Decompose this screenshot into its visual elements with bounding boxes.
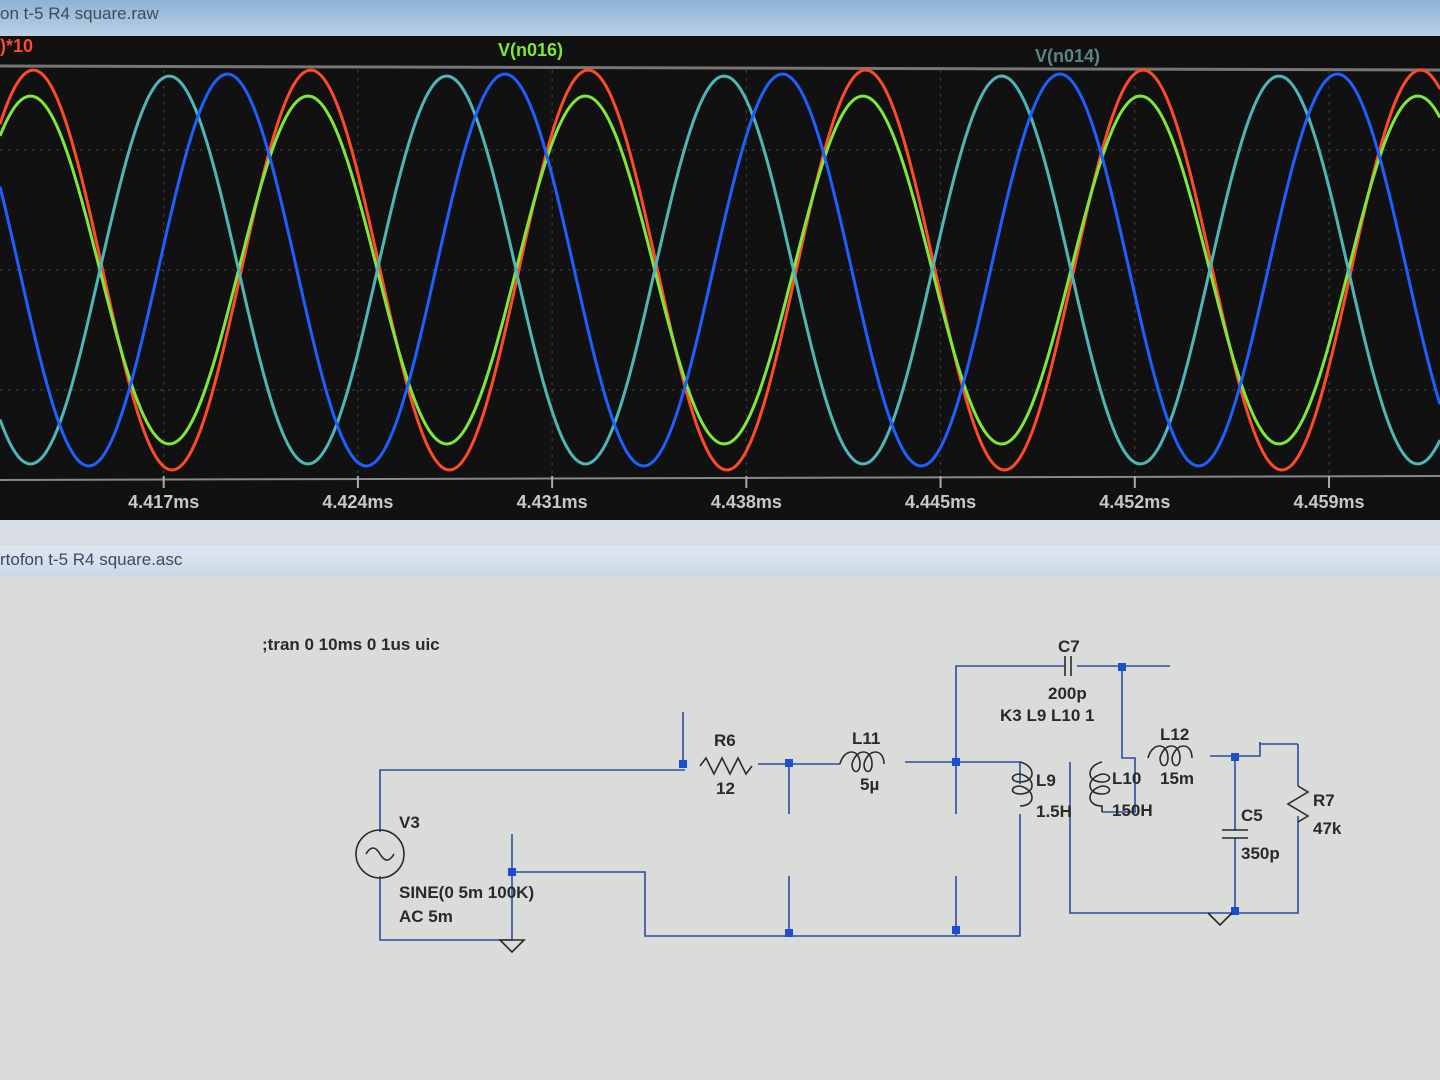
l9-value[interactable]: 1.5H	[1036, 802, 1072, 821]
x-tick-label: 4.445ms	[905, 492, 976, 512]
x-tick-label: 4.424ms	[322, 492, 393, 512]
plot-bottom-axis	[0, 475, 1440, 481]
c7-label[interactable]: C7	[1058, 637, 1080, 656]
c7-value[interactable]: 200p	[1048, 684, 1087, 703]
ground-symbol	[498, 912, 1233, 954]
junction-dots	[508, 663, 1239, 937]
trace-v-n014-[interactable]	[0, 74, 1440, 466]
l10-value[interactable]: 150H	[1112, 801, 1153, 820]
v3-ac-value[interactable]: AC 5m	[399, 907, 453, 926]
capacitor-c5-symbol[interactable]	[1222, 829, 1248, 839]
waveform-window-title: on t-5 R4 square.raw	[0, 4, 159, 23]
trace-label-vn014[interactable]: V(n014)	[1035, 46, 1100, 66]
v3-label[interactable]: V3	[399, 813, 420, 832]
x-tick-label: 4.438ms	[711, 492, 782, 512]
schematic-svg[interactable]: ;tran 0 10ms 0 1us uic V3 SINE(0 5m 100K…	[0, 576, 1440, 1080]
wires	[379, 665, 1299, 941]
l12-label[interactable]: L12	[1160, 725, 1189, 744]
inductor-l10-symbol[interactable]	[1089, 761, 1111, 812]
trace-v-n016-[interactable]	[0, 94, 1440, 446]
x-tick-label: 4.452ms	[1099, 492, 1170, 512]
v3-value[interactable]: SINE(0 5m 100K)	[399, 883, 534, 902]
capacitor-c7-symbol[interactable]	[1064, 656, 1072, 676]
r6-value[interactable]: 12	[716, 779, 735, 798]
l11-value[interactable]: 5µ	[860, 775, 879, 794]
tran-directive[interactable]: ;tran 0 10ms 0 1us uic	[262, 635, 440, 654]
l10-label[interactable]: L10	[1112, 769, 1141, 788]
voltage-source-symbol[interactable]	[355, 829, 405, 879]
sine-icon	[365, 847, 395, 861]
schematic-window-title: rtofon t-5 R4 square.asc	[0, 550, 183, 569]
trace-blue-trace[interactable]	[0, 72, 1440, 468]
window-separator	[0, 520, 1440, 546]
trace-label-red[interactable]: )*10	[0, 36, 33, 56]
c5-label[interactable]: C5	[1241, 806, 1263, 825]
x-tick-label: 4.417ms	[128, 492, 199, 512]
r6-label[interactable]: R6	[714, 731, 736, 750]
l9-label[interactable]: L9	[1036, 771, 1056, 790]
waveform-plot[interactable]: )*10 V(n016) V(n014) 4.417ms 4.424ms 4.431…	[0, 36, 1440, 520]
waveform-window-titlebar[interactable]: on t-5 R4 square.raw	[0, 0, 1440, 36]
x-tick-label: 4.431ms	[517, 492, 588, 512]
k3-coupling-directive[interactable]: K3 L9 L10 1	[1000, 706, 1095, 725]
inductor-l12-symbol[interactable]	[1147, 745, 1193, 767]
inductor-l11-symbol[interactable]	[839, 751, 885, 773]
waveform-svg[interactable]: )*10 V(n016) V(n014) 4.417ms 4.424ms 4.431…	[0, 36, 1440, 520]
l12-value[interactable]: 15m	[1160, 769, 1194, 788]
resistor-r6-symbol[interactable]	[699, 756, 753, 776]
inductor-l9-symbol[interactable]	[1011, 761, 1033, 807]
x-tick-label: 4.459ms	[1293, 492, 1364, 512]
r7-label[interactable]: R7	[1313, 791, 1335, 810]
resistor-r7-symbol[interactable]	[1286, 785, 1310, 823]
r7-value[interactable]: 47k	[1313, 819, 1342, 838]
c5-value[interactable]: 350p	[1241, 844, 1280, 863]
trace-label-vn016[interactable]: V(n016)	[498, 40, 563, 60]
schematic-window-titlebar[interactable]: rtofon t-5 R4 square.asc	[0, 546, 1440, 576]
l11-label[interactable]: L11	[852, 729, 880, 748]
plot-top-border	[0, 64, 1440, 72]
schematic-canvas[interactable]: ;tran 0 10ms 0 1us uic V3 SINE(0 5m 100K…	[0, 576, 1440, 1080]
